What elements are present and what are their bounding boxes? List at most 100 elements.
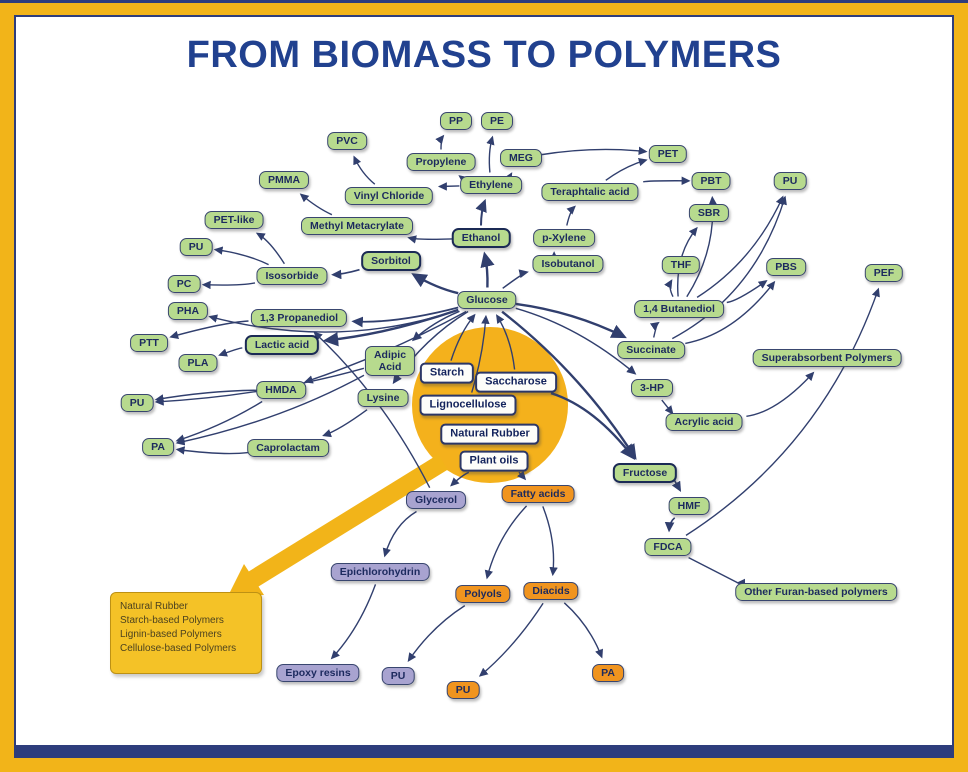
node-label: Propylene xyxy=(415,155,467,168)
node-label: PLA xyxy=(187,356,209,369)
flow-arrow-plantoils-to-glycerol xyxy=(450,471,470,487)
flow-arrow-succinate-to-bdo xyxy=(649,321,660,338)
flow-arrow-fatty-to-polyols xyxy=(484,505,528,580)
node-label: Starch xyxy=(429,366,465,379)
flow-arrow-ethanol-to-ethylene xyxy=(475,198,487,226)
node-tpa: Teraphtalic acid xyxy=(541,182,639,202)
node-petlike: PET-like xyxy=(204,210,264,230)
flow-arrow-succinate-to-pu_tr xyxy=(671,195,787,340)
node-isosorbide: Isosorbide xyxy=(256,266,328,286)
node-bdo: 1,4 Butanediol xyxy=(634,299,724,319)
legend-line: Natural Rubber xyxy=(120,601,188,612)
flow-arrow-vinyl-to-pvc xyxy=(353,155,376,185)
node-label: Ethylene xyxy=(469,178,513,191)
flow-arrow-succinate-to-pbs xyxy=(685,280,776,345)
node-label: PP xyxy=(448,114,464,127)
node-label: Isobutanol xyxy=(541,257,595,270)
flow-arrow-bdo-to-pbs xyxy=(726,280,768,304)
node-label: FDCA xyxy=(653,540,683,553)
node-label: Other Furan-based polymers xyxy=(744,585,888,598)
node-epoxy: Epoxy resins xyxy=(276,663,360,683)
flow-arrow-saccharose-to-glucose xyxy=(496,314,516,370)
node-label: Epoxy resins xyxy=(285,666,351,679)
flow-arrow-pxylene-to-tpa xyxy=(566,205,576,226)
flow-arrow-glucose-to-sorbitol xyxy=(411,273,459,295)
node-pc: PC xyxy=(167,274,201,294)
node-label: SBR xyxy=(697,206,721,219)
node-label: PU xyxy=(782,174,798,187)
node-label: PTT xyxy=(139,336,159,349)
flow-arrow-ethanol-to-mma xyxy=(407,235,453,244)
flow-arrow-plantoils-to-fatty xyxy=(517,470,527,481)
flow-arrow-bdo-to-pu_tr xyxy=(696,195,784,298)
node-label: Isosorbide xyxy=(265,269,319,282)
node-label: PU xyxy=(390,669,406,682)
node-label: Adipic xyxy=(373,348,407,361)
node-epi: Epichlorohydrin xyxy=(330,562,430,582)
flow-arrow-glucose-to-isobutanol xyxy=(502,269,529,289)
flow-arrow-fatty-to-diacids xyxy=(542,506,558,577)
flow-arrow-polyols-to-pu_pb xyxy=(407,605,466,662)
node-label: 3-HP xyxy=(640,381,664,394)
flow-arrow-isosorbide-to-petlike xyxy=(255,232,285,265)
flow-arrow-glycerol-to-epi xyxy=(382,510,417,558)
node-pha: PHA xyxy=(167,301,209,321)
node-isobutanol: Isobutanol xyxy=(532,254,604,274)
node-pu_ob: PU xyxy=(446,680,480,700)
flow-arrow-diacids-to-pa_b xyxy=(563,602,603,659)
node-fructose: Fructose xyxy=(612,462,678,484)
node-ptt: PTT xyxy=(130,333,168,353)
legend-line: Starch-based Polymers xyxy=(120,615,224,626)
flow-arrow-isosorbide-to-pc xyxy=(201,280,256,290)
node-label: Natural Rubber xyxy=(450,427,530,440)
node-label: Acid xyxy=(378,361,402,373)
node-label: PC xyxy=(176,277,192,290)
flow-arrow-pdo-to-ptt xyxy=(169,320,249,340)
node-sbr: SBR xyxy=(688,203,730,223)
flow-arrow-hmf-to-fdca xyxy=(664,517,676,533)
node-pdo: 1,3 Propanediol xyxy=(250,308,348,328)
node-label: p-Xylene xyxy=(542,231,586,244)
frame-top-strip xyxy=(0,0,968,3)
node-ethanol: Ethanol xyxy=(451,227,511,249)
node-label: PBS xyxy=(775,260,797,273)
flow-arrow-glucose-to-succinate xyxy=(515,302,627,339)
flow-arrow-mma-to-pmma xyxy=(299,193,333,216)
flow-arrow-lysine-to-caprolactam xyxy=(322,409,368,438)
node-label: PMMA xyxy=(267,173,301,186)
node-furan: Other Furan-based polymers xyxy=(735,582,897,602)
node-label: MEG xyxy=(509,151,533,164)
node-label: PE xyxy=(489,114,505,127)
node-pe: PE xyxy=(480,111,514,131)
flow-arrow-acrylic-to-sap xyxy=(746,371,815,417)
node-label: Vinyl Chloride xyxy=(353,189,425,202)
flow-arrow-hmda-to-pu_l2 xyxy=(154,389,261,403)
callout-arrow-head xyxy=(228,564,264,596)
node-glycerol: Glycerol xyxy=(405,490,467,510)
node-sap: Superabsorbent Polymers xyxy=(752,348,902,368)
node-pu_l2: PU xyxy=(120,393,154,413)
flow-arrow-diacids-to-pu_ob xyxy=(478,602,544,677)
node-label: Caprolactam xyxy=(256,441,320,454)
flow-arrow-glucose-to-ethanol xyxy=(480,251,495,288)
node-hmf: HMF xyxy=(668,496,710,516)
flow-arrow-bdo-to-thf xyxy=(664,279,674,298)
node-label: Teraphtalic acid xyxy=(550,185,630,198)
node-label: PEF xyxy=(873,266,895,279)
node-glucose: Glucose xyxy=(457,290,517,310)
flow-arrow-caprolactam-to-pa_l xyxy=(175,446,249,455)
node-meg: MEG xyxy=(500,148,542,168)
node-label: PU xyxy=(188,240,204,253)
flow-arrow-tpa-to-pbt xyxy=(643,176,691,185)
node-hp3: 3-HP xyxy=(631,378,673,398)
node-label: Lysine xyxy=(366,391,400,404)
node-label: PET-like xyxy=(213,213,255,226)
biomass-legend-callout: Natural Rubber Starch-based Polymers Lig… xyxy=(110,592,262,674)
node-lactic: Lactic acid xyxy=(244,334,320,356)
node-label: PBT xyxy=(700,174,722,187)
node-fatty: Fatty acids xyxy=(501,484,575,504)
flow-arrow-glucose-to-fructose xyxy=(501,310,637,460)
node-label: Glycerol xyxy=(414,493,458,506)
node-label: Succinate xyxy=(626,343,676,356)
node-starch: Starch xyxy=(419,362,475,384)
